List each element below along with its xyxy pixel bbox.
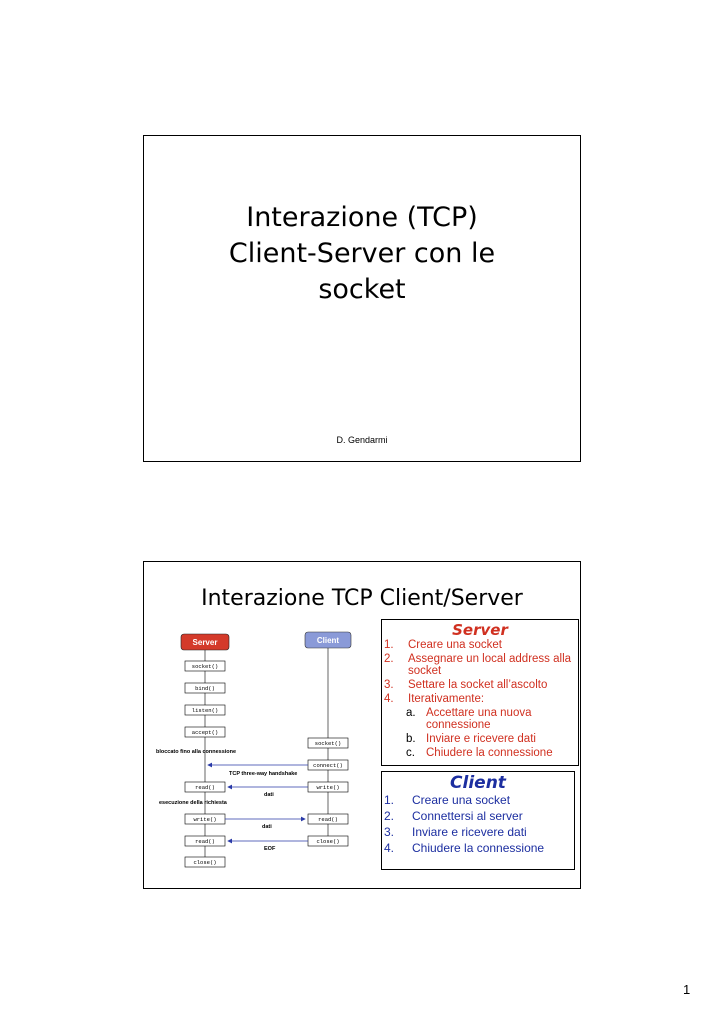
note-handshake: TCP three-way handshake bbox=[229, 771, 297, 777]
tcp-sequence-diagram: Server Client socket() bind() listen() a… bbox=[154, 628, 380, 878]
title-line: Client-Server con le bbox=[228, 238, 496, 269]
slide-title: Interazione (TCP) Client-Server con le s… bbox=[144, 200, 580, 308]
server-call-box bbox=[184, 704, 226, 716]
server-call-box bbox=[184, 835, 226, 847]
author: D. Gendarmi bbox=[336, 435, 388, 445]
title-line: Interazione (TCP) bbox=[246, 202, 478, 233]
server-call-listen: listen() bbox=[192, 707, 218, 714]
list-item: 4.Iterativamente: bbox=[384, 693, 485, 705]
note-data: dati bbox=[264, 792, 274, 798]
server-call-read: read() bbox=[195, 838, 215, 845]
client-header-label: Client bbox=[317, 636, 340, 645]
title-slide: Interazione (TCP) Client-Server con le s… bbox=[143, 135, 581, 462]
client-steps-box: Client 1.Creare una socket 2.Connettersi… bbox=[381, 771, 575, 870]
slide-title: Interazione TCP Client/Server bbox=[201, 586, 523, 611]
list-subitem: a.Accettare una nuova connessione bbox=[406, 707, 532, 731]
list-item: 2.Connettersi al server bbox=[384, 809, 523, 823]
list-item: 3.Settare la socket all’ascolto bbox=[384, 679, 548, 691]
server-call-socket: socket() bbox=[192, 663, 218, 670]
note-data: dati bbox=[262, 824, 272, 830]
server-call-accept: accept() bbox=[192, 729, 218, 736]
note-blocked: bloccato fino alla connessione bbox=[156, 749, 236, 755]
server-call-box bbox=[184, 856, 226, 868]
client-steps-list: 1.Creare una socket 2.Connettersi al ser… bbox=[382, 793, 574, 855]
list-item: 3.Inviare e ricevere dati bbox=[384, 825, 527, 839]
server-call-bind: bind() bbox=[195, 685, 215, 692]
server-steps-heading: Server bbox=[452, 621, 508, 639]
server-call-box bbox=[184, 682, 226, 694]
list-item: 2.Assegnare un local address alla socket bbox=[384, 653, 572, 677]
note-eof: EOF bbox=[264, 846, 276, 852]
list-subitem: b.Inviare e ricevere dati bbox=[406, 733, 536, 745]
note-processing: esecuzione della richiesta bbox=[159, 800, 228, 806]
list-item: 1.Creare una socket bbox=[384, 793, 511, 807]
server-call-read: read() bbox=[195, 784, 215, 791]
client-call-connect: connect() bbox=[313, 762, 343, 769]
client-call-close: close() bbox=[316, 838, 339, 845]
server-call-close: close() bbox=[193, 859, 216, 866]
list-item: 1.Creare una socket bbox=[384, 639, 502, 651]
client-steps-heading: Client bbox=[450, 773, 506, 793]
server-call-box bbox=[184, 726, 226, 738]
list-item: 4.Chiudere la connessione bbox=[384, 841, 545, 855]
client-call-box bbox=[307, 737, 349, 749]
server-call-box bbox=[184, 660, 226, 672]
server-call-box bbox=[184, 781, 226, 793]
list-subitem: c.Chiudere la connessione bbox=[406, 747, 553, 759]
client-call-socket: socket() bbox=[315, 740, 341, 747]
client-call-box bbox=[307, 813, 349, 825]
server-steps-box: Server 1.Creare una socket 2.Assegnare u… bbox=[381, 619, 579, 766]
interaction-slide: Interazione TCP Client/Server Server Cli… bbox=[143, 561, 581, 889]
title-line: socket bbox=[318, 274, 406, 305]
server-header-label: Server bbox=[193, 638, 218, 647]
page-number: 1 bbox=[683, 982, 691, 997]
server-call-write: write() bbox=[193, 816, 216, 823]
client-call-read: read() bbox=[318, 816, 338, 823]
client-call-write: write() bbox=[316, 784, 339, 791]
server-steps-list: 1.Creare una socket 2.Assegnare un local… bbox=[382, 639, 578, 759]
